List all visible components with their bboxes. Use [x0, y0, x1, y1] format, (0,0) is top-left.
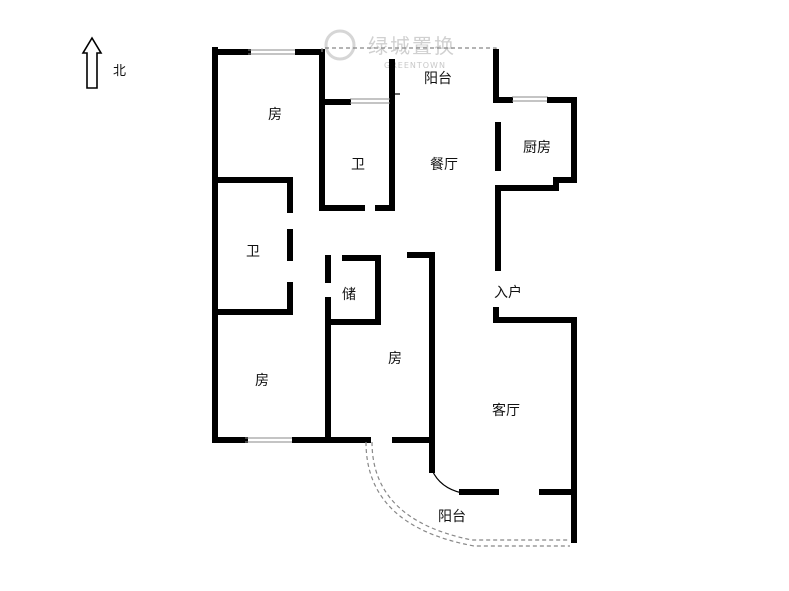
north-arrow-icon [81, 36, 103, 89]
room-label-dining: 餐厅 [430, 157, 458, 173]
room-label-storage: 储 [342, 287, 356, 303]
north-label: 北 [113, 64, 126, 79]
balcony-south-outline [371, 441, 570, 541]
room-label-bedroom-center: 房 [388, 351, 402, 367]
room-label-bedroom-nw: 房 [268, 107, 282, 123]
watermark-logo: 绿城置换 GREENTOWN [324, 29, 456, 70]
logo-text: 绿城置换 [368, 34, 456, 58]
room-label-entry: 入户 [494, 284, 522, 301]
wall-bath-west-north [212, 177, 293, 213]
room-label-bedroom-sw: 房 [255, 373, 269, 389]
logo-subtext: GREENTOWN [384, 61, 446, 70]
wall-bedroom-center-east [407, 252, 435, 473]
room-label-living: 客厅 [492, 402, 520, 419]
balcony-south-outline-outer [365, 441, 570, 547]
wall-kitchen [495, 97, 577, 191]
wall-bath-west-south [212, 282, 293, 315]
room-label-kitchen: 厨房 [523, 140, 551, 156]
wall-storage-east [327, 255, 381, 325]
door-arc [431, 469, 463, 494]
room-label-bath-west: 卫 [246, 244, 260, 260]
room-label-balcony-south: 阳台 [438, 509, 466, 525]
room-label-balcony-north: 阳台 [424, 71, 452, 87]
wall-living-east [493, 307, 577, 543]
room-label-bath-upper: 卫 [351, 157, 365, 173]
